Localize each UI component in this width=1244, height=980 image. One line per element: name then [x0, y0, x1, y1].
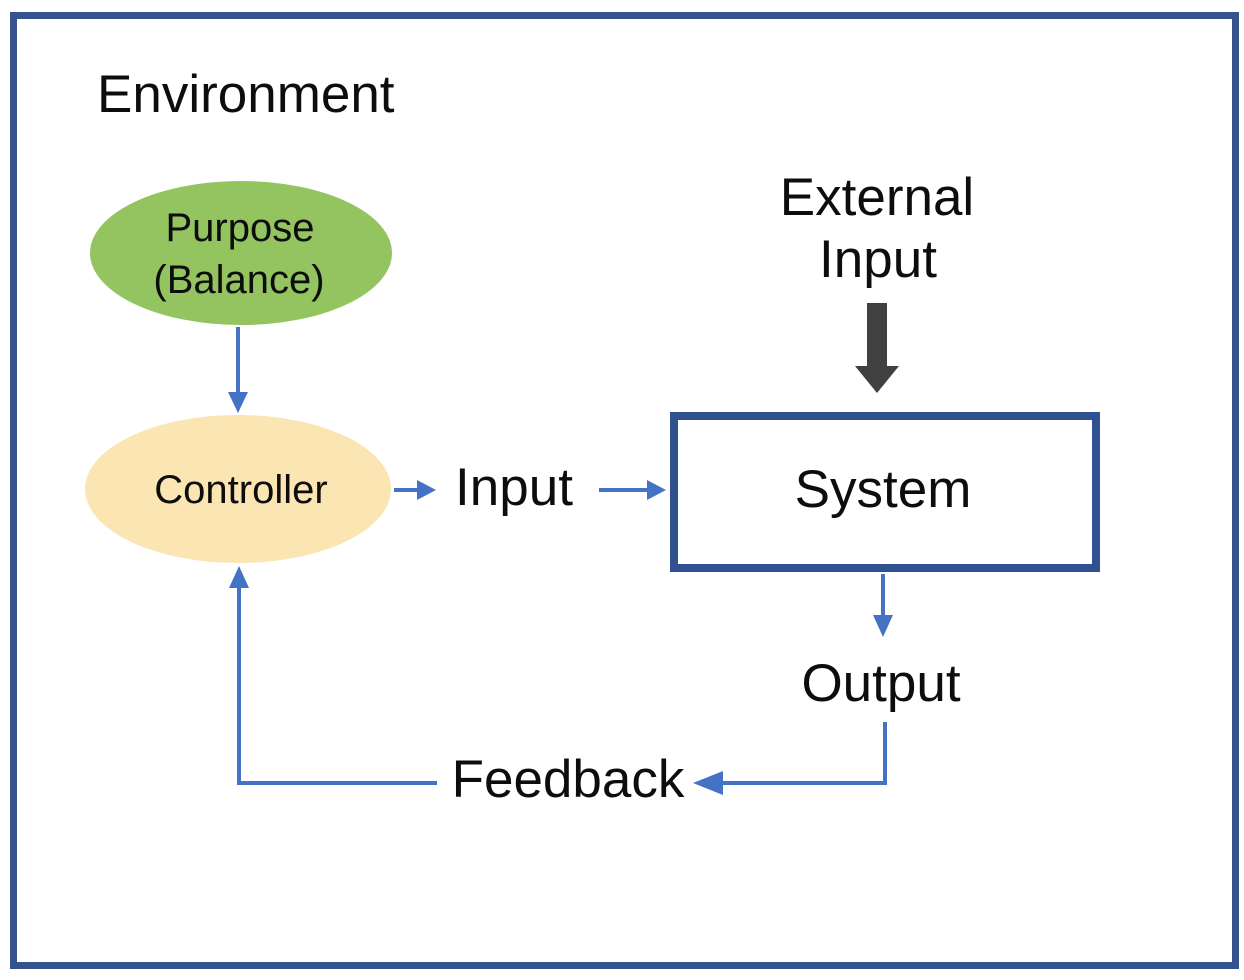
environment-border [10, 12, 1239, 969]
output-label: Output [801, 654, 960, 713]
system-box [670, 412, 1100, 572]
purpose-ellipse [90, 181, 392, 325]
environment-label: Environment [97, 65, 395, 124]
arrow-input-to-system-head [647, 480, 666, 500]
arrow-system-to-output-head [873, 615, 893, 637]
arrow-feedback-to-controller [229, 566, 437, 785]
arrow-input-to-system [599, 480, 666, 500]
arrow-external-input-to-system [855, 303, 899, 393]
arrow-purpose-to-controller [228, 327, 248, 413]
external-input-label-line2: Input [819, 230, 937, 289]
purpose-label-line1: Purpose [166, 206, 315, 250]
arrow-output-to-feedback-head [693, 771, 723, 795]
purpose-label-line2: (Balance) [153, 258, 324, 302]
external-input-label-line1: External [780, 168, 974, 227]
arrow-external-input-shaft [867, 303, 887, 367]
arrow-feedback-to-controller-head [229, 566, 249, 588]
feedback-label: Feedback [452, 750, 685, 809]
arrow-controller-to-input-head [417, 480, 436, 500]
controller-ellipse [85, 415, 391, 563]
system-label: System [795, 460, 972, 519]
input-label: Input [455, 458, 573, 517]
arrow-system-to-output [873, 574, 893, 637]
controller-label: Controller [154, 468, 327, 512]
arrow-output-to-feedback [693, 722, 887, 795]
arrow-feedback-to-controller-shaft [237, 586, 437, 785]
arrow-external-input-head [855, 366, 899, 393]
arrow-purpose-to-controller-head [228, 392, 248, 413]
arrow-output-to-feedback-shaft [723, 722, 887, 785]
arrow-controller-to-input [394, 480, 436, 500]
